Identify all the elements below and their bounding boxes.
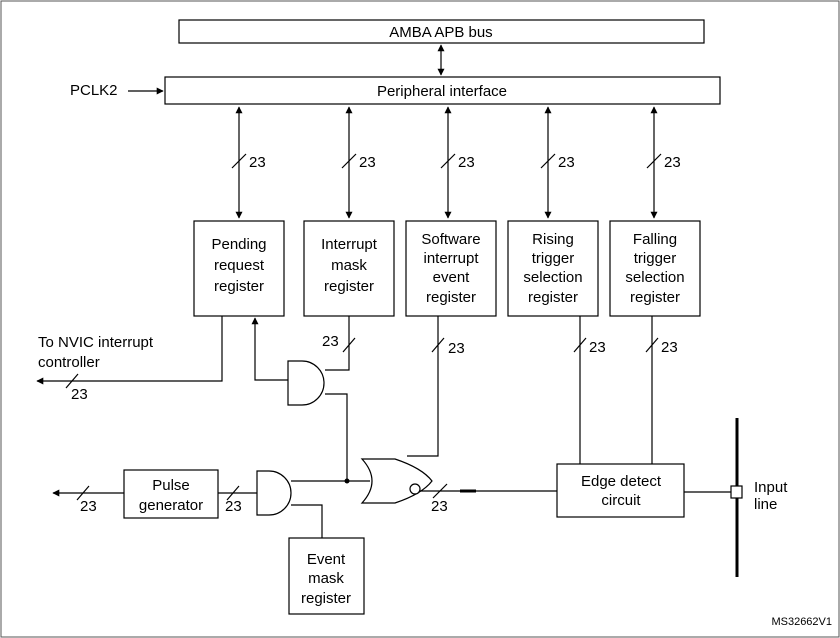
register-label-line: Pending (211, 236, 266, 253)
amba-apb-bus-label: AMBA APB bus (389, 24, 492, 41)
bus-width-label: 23 (249, 154, 266, 171)
register-label-line: register (214, 278, 264, 295)
register-label-line: register (301, 590, 351, 607)
register-label-line: register (324, 278, 374, 295)
amba-apb-bus: AMBA APB bus (178, 19, 705, 44)
nvic-label-line: To NVIC interrupt (38, 334, 154, 351)
nvic-output-arrow (36, 316, 223, 385)
bus-width-label: 23 (80, 498, 97, 515)
nvic-label-line: controller (38, 354, 100, 371)
edge-detect-circuit: Edge detect circuit (556, 463, 685, 518)
bus-slash (540, 153, 556, 169)
register-label-line: Rising (532, 231, 574, 248)
bus-slash (341, 153, 357, 169)
bus-slash (646, 153, 662, 169)
register-label-line: Software (421, 231, 480, 248)
rising-trigger-selection-register: Rising trigger selection register (507, 220, 599, 317)
bus-slash (342, 337, 356, 353)
bus-slash (432, 483, 448, 499)
and-to-pending-arrow (251, 317, 288, 381)
register-label-line: selection (523, 269, 582, 286)
bus-slash (76, 485, 90, 501)
pulse-generator: Pulse generator (123, 469, 219, 519)
edge-detect-label-line: Edge detect (581, 473, 662, 490)
bus-width-label: 23 (558, 154, 575, 171)
input-pin (730, 485, 743, 499)
register-label-line: register (426, 289, 476, 306)
bus-slash (573, 337, 587, 353)
event-mask-register: Event mask register (288, 537, 365, 615)
register-label-line: register (630, 289, 680, 306)
bus-width-label: 23 (448, 340, 465, 357)
register-label-line: request (214, 257, 265, 274)
interrupt-mask-register: Interrupt mask register (303, 220, 395, 317)
bus-width-label: 23 (359, 154, 376, 171)
bus-slash (440, 153, 456, 169)
input-line-label-line: line (754, 496, 777, 513)
bus-slash (226, 485, 240, 501)
event-and-gate (256, 470, 292, 516)
event-mask-wire (291, 504, 323, 538)
interrupt-and-gate (287, 360, 325, 406)
bus-slash (65, 373, 79, 389)
pending-request-register: Pending request register (193, 220, 285, 317)
register-label-line: mask (331, 257, 367, 274)
or-gate-input-bubble (409, 483, 421, 495)
software-interrupt-event-register: Software interrupt event register (405, 220, 497, 317)
bus-width-label: 23 (225, 498, 242, 515)
register-label-line: interrupt (423, 250, 479, 267)
register-label-line: selection (625, 269, 684, 286)
register-bus-arrows: 23 23 23 23 23 (231, 106, 681, 219)
register-label-line: event (433, 269, 471, 286)
register-label-line: register (528, 289, 578, 306)
or-to-interrupt-and-wire (325, 393, 348, 481)
interrupt-mask-wire (325, 316, 350, 371)
bus-slash (431, 337, 445, 353)
bus-slash (645, 337, 659, 353)
junction-dot (344, 478, 350, 484)
register-label-line: Interrupt (321, 236, 378, 253)
register-label-line: Falling (633, 231, 677, 248)
input-line-label-line: Input (754, 479, 788, 496)
bus-width-label: 23 (664, 154, 681, 171)
falling-trigger-selection-register: Falling trigger selection register (609, 220, 701, 317)
bus-width-label: 23 (589, 339, 606, 356)
bus-width-label: 23 (661, 339, 678, 356)
pulse-generator-label-line: generator (139, 497, 203, 514)
or-gate (360, 458, 433, 504)
register-label-line: Event (307, 551, 346, 568)
bus-width-label: 23 (71, 386, 88, 403)
software-interrupt-wire (407, 316, 439, 457)
register-label-line: trigger (532, 250, 575, 267)
register-label-line: trigger (634, 250, 677, 267)
bus-width-label: 23 (458, 154, 475, 171)
peripheral-interface-label: Peripheral interface (377, 83, 507, 100)
pulse-generator-label-line: Pulse (152, 477, 190, 494)
register-label-line: mask (308, 570, 344, 587)
bus-width-label: 23 (322, 333, 339, 350)
figure-id-label: MS32662V1 (771, 616, 832, 628)
peripheral-interface: Peripheral interface (164, 76, 721, 105)
pclk2-label: PCLK2 (70, 82, 118, 99)
bus-slash (231, 153, 247, 169)
edge-detect-label-line: circuit (601, 492, 641, 509)
bus-width-label: 23 (431, 498, 448, 515)
